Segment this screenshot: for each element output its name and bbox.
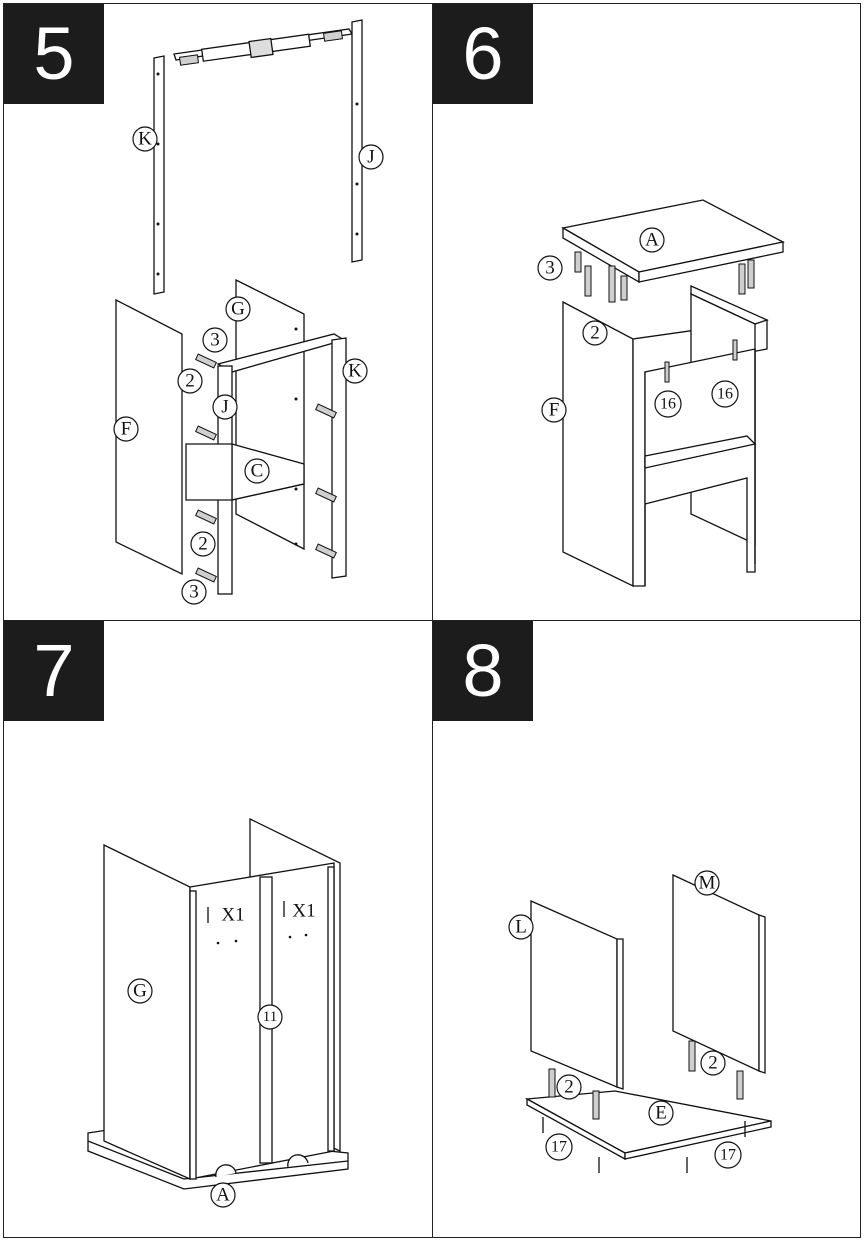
step-6-panel: 6 xyxy=(433,4,860,621)
step-7-illustration: X1 X1 G 11 A xyxy=(87,817,349,1208)
step-number: 8 xyxy=(433,621,533,721)
step-5-panel: 5 xyxy=(4,4,433,621)
label-part-2-right: 2 xyxy=(708,1053,718,1074)
label-part-2-left: 2 xyxy=(564,1077,574,1098)
step-6-illustration: A 3 2 F 16 16 xyxy=(537,199,785,588)
label-g: G xyxy=(133,981,147,1002)
label-f: F xyxy=(121,419,132,440)
label-x1-right: X1 xyxy=(292,901,315,922)
step-number: 5 xyxy=(4,4,104,104)
step-5-illustration: K J G 3 2 J K F C 2 3 xyxy=(113,19,384,605)
label-part-11: 11 xyxy=(263,1009,277,1025)
label-part-2-lower: 2 xyxy=(198,534,208,555)
label-x1-left: X1 xyxy=(221,905,244,926)
label-c: C xyxy=(251,461,264,482)
label-part-3-lower: 3 xyxy=(189,582,199,603)
label-part-17-left: 17 xyxy=(551,1139,567,1156)
label-part-16-right: 16 xyxy=(717,386,733,403)
step-number: 7 xyxy=(4,621,104,721)
step-8-illustration: M L 2 2 E 17 17 xyxy=(508,870,772,1173)
label-part-2: 2 xyxy=(590,323,600,344)
label-j-frame: J xyxy=(221,397,228,418)
label-part-3: 3 xyxy=(545,258,555,279)
step-7-panel: 7 xyxy=(4,621,433,1237)
label-k: K xyxy=(138,129,152,150)
label-a: A xyxy=(645,230,659,251)
label-j: J xyxy=(367,147,374,168)
label-f: F xyxy=(549,400,560,421)
label-m: M xyxy=(699,873,716,894)
label-g: G xyxy=(231,299,245,320)
instruction-sheet: 5 xyxy=(3,3,861,1238)
label-k-frame: K xyxy=(348,361,362,382)
label-part-16-left: 16 xyxy=(660,396,676,413)
label-part-17-right: 17 xyxy=(720,1147,736,1164)
label-part-3: 3 xyxy=(210,330,220,351)
step-number: 6 xyxy=(433,4,533,104)
label-part-2: 2 xyxy=(185,371,195,392)
label-a: A xyxy=(216,1185,230,1206)
label-e: E xyxy=(655,1103,667,1124)
label-l: L xyxy=(515,917,527,938)
step-8-panel: 8 xyxy=(433,621,860,1237)
